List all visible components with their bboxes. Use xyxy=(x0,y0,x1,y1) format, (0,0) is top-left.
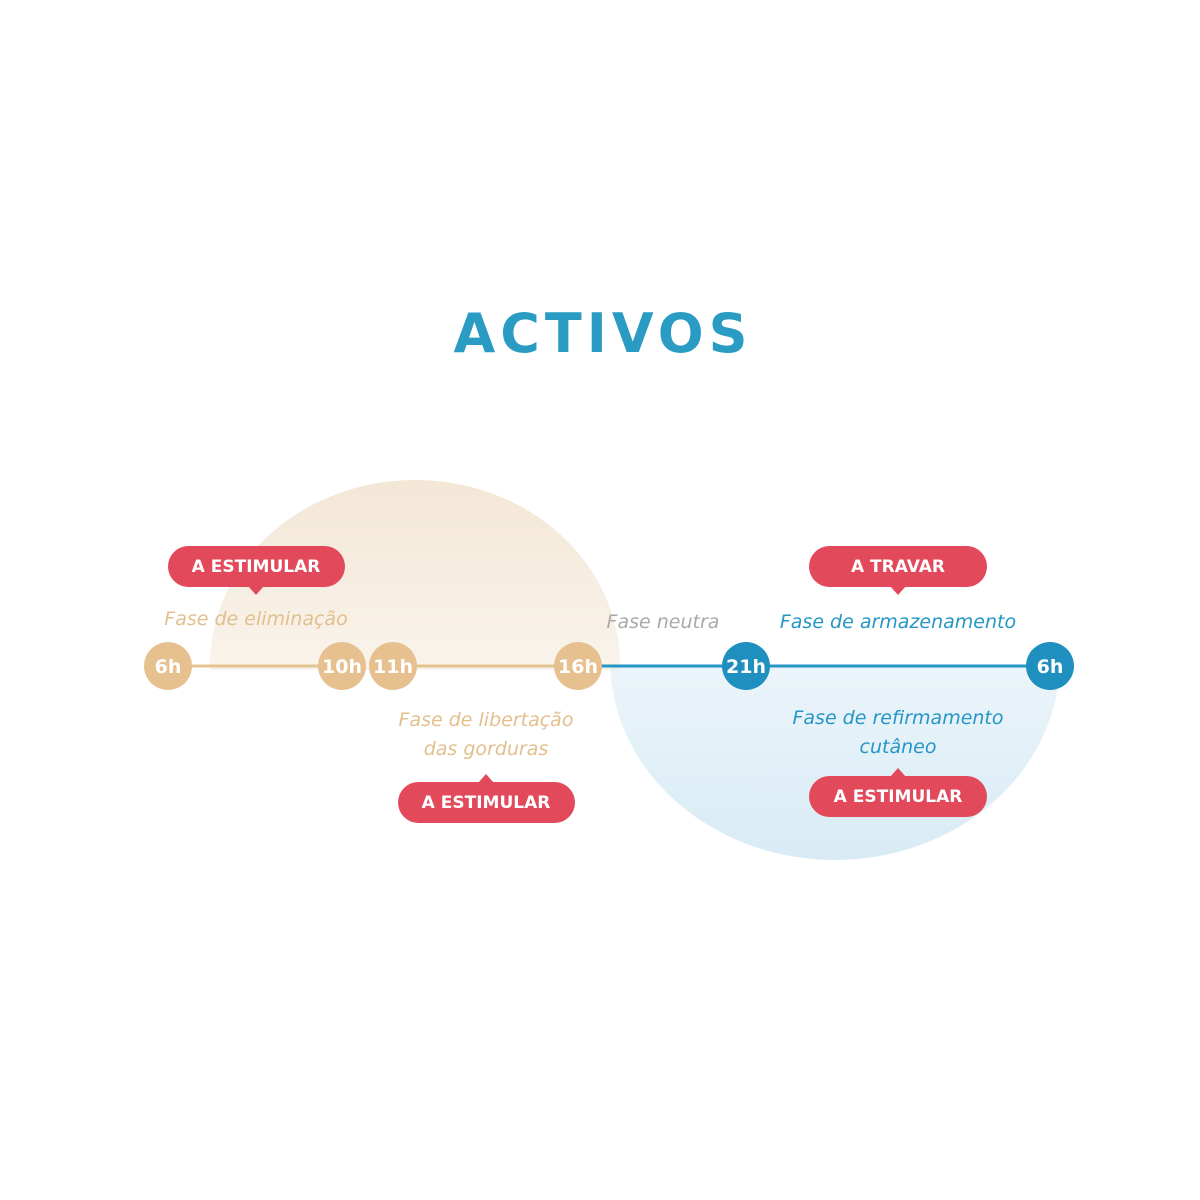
svg-text:A TRAVAR: A TRAVAR xyxy=(851,557,945,577)
svg-text:10h: 10h xyxy=(322,656,362,678)
svg-text:A ESTIMULAR: A ESTIMULAR xyxy=(834,787,963,807)
timeline-node-6h-start: 6h xyxy=(144,642,192,690)
svg-text:6h: 6h xyxy=(155,656,182,678)
phase-label-elimination: Fase de eliminação xyxy=(164,608,347,630)
phase-label-storage: Fase de armazenamento xyxy=(780,611,1016,633)
svg-text:A ESTIMULAR: A ESTIMULAR xyxy=(192,557,321,577)
phase-label-firming-line1: Fase de refirmamento xyxy=(792,707,1003,729)
phase-label-neutral: Fase neutra xyxy=(607,611,720,633)
phase-label-firming-line2: cutâneo xyxy=(860,736,937,758)
warm-glow xyxy=(210,480,620,670)
svg-text:6h: 6h xyxy=(1037,656,1064,678)
svg-text:A ESTIMULAR: A ESTIMULAR xyxy=(422,793,551,813)
timeline-node-10h: 10h xyxy=(318,642,366,690)
phase-label-fat-release-line2: das gorduras xyxy=(424,738,549,760)
badge-stimulate-firming: A ESTIMULAR xyxy=(809,768,987,817)
badge-stimulate-fat-release: A ESTIMULAR xyxy=(398,774,575,823)
badge-brake-storage: A TRAVAR xyxy=(809,546,987,595)
timeline-node-11h: 11h xyxy=(369,642,417,690)
badge-stimulate-elimination: A ESTIMULAR xyxy=(168,546,345,595)
timeline-node-6h-end: 6h xyxy=(1026,642,1074,690)
page-title: ACTIVOS xyxy=(454,302,753,365)
timeline-node-16h: 16h xyxy=(554,642,602,690)
svg-text:21h: 21h xyxy=(726,656,766,678)
phase-label-fat-release-line1: Fase de libertação xyxy=(399,709,574,731)
timeline-node-21h: 21h xyxy=(722,642,770,690)
svg-text:16h: 16h xyxy=(558,656,598,678)
svg-text:11h: 11h xyxy=(373,656,413,678)
